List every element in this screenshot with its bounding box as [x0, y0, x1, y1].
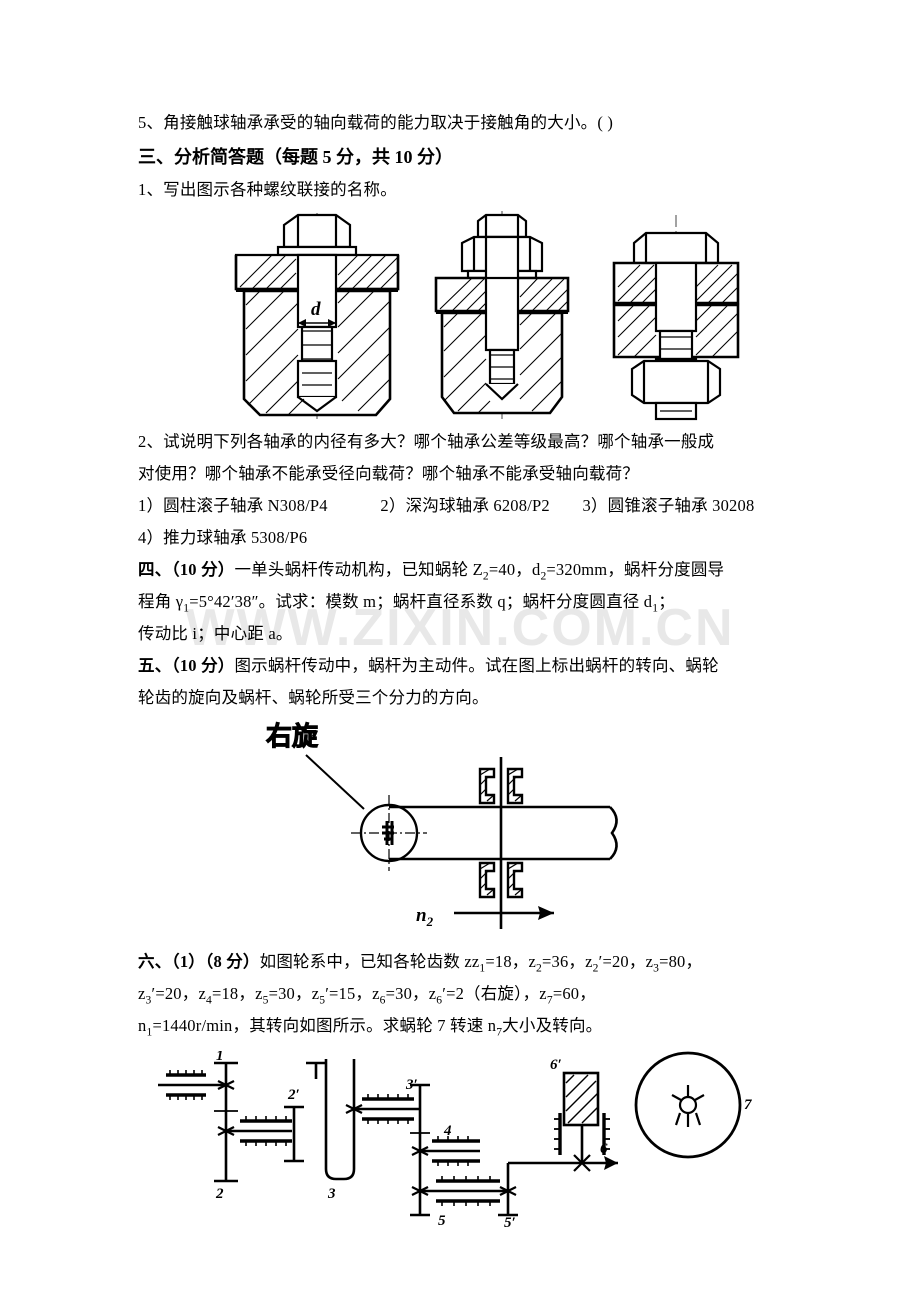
gear-label-3: 3	[327, 1186, 336, 1202]
dimension-label-d: d	[311, 299, 321, 320]
section-6-line-1: 六、（1）（8 分）如图轮系中，已知各轮齿数 zz1=18，z2=36，z2′=…	[138, 947, 840, 977]
section-4-line-1: 四、（10 分）一单头蜗杆传动机构，已知蜗轮 Z2=40，d2=320mm，蜗杆…	[138, 555, 840, 585]
true-false-item-5: 5、角接触球轴承承受的轴向载荷的能力取决于接触角的大小。( )	[138, 113, 614, 132]
bearing-option-3: 3）圆锥滚子轴承 30208	[582, 496, 755, 515]
gear-label-5prime: 5′	[504, 1215, 516, 1227]
n7-subscript: 7	[496, 1026, 503, 1039]
question-3-2-line2: 对使用？哪个轴承不能承受径向载荷？哪个轴承不能承受轴向载荷？	[138, 464, 639, 483]
bearing-option-2: 2）深沟球轴承 6208/P2	[380, 496, 550, 515]
gear-label-7: 7	[744, 1097, 752, 1113]
section-4-text-c: =320mm，蜗杆分度圆导	[546, 560, 725, 579]
hand-of-helix-label: 右旋	[266, 722, 319, 751]
question-3-2-options-line1: 1）圆柱滚子轴承 N308/P4 2）深沟球轴承 6208/P2 3）圆锥滚子轴…	[138, 491, 840, 521]
worm-drive-figure: 右旋	[138, 715, 840, 947]
section-5-text-a: 图示蜗杆传动中，蜗杆为主动件。试在图上标出蜗杆的转向、蜗轮	[234, 656, 719, 675]
section-6-text-c: 大小及转向。	[502, 1016, 603, 1035]
section-6-prefix: 六、（1）（8 分）	[138, 952, 260, 971]
section-4-line-3: 传动比 i；中心距 a。	[138, 624, 293, 643]
section-6-line-2: z3′=20，z4=18，z5=30，z5′=15，z6=30，z6′=2（右旋…	[138, 979, 840, 1009]
question-3-2-options-line2: 4）推力球轴承 5308/P6	[138, 528, 308, 547]
gear-label-6: 6	[600, 1141, 608, 1157]
section-6-line-3: n1=1440r/min，其转向如图所示。求蜗轮 7 转速 n7大小及转向。	[138, 1011, 840, 1041]
through-bolt-joint-diagram	[612, 215, 740, 421]
section-4-line-2: 程角 γ1=5°42′38″。试求：模数 m；蜗杆直径系数 q；蜗杆分度圆直径 …	[138, 587, 840, 617]
d2-subscript: 2	[540, 570, 547, 583]
n2-label: n2	[416, 905, 434, 929]
gear-label-4: 4	[443, 1123, 452, 1139]
gear-teeth-list-line2: z3′=20，z4=18，z5=30，z5′=15，z6=30，z6′=2（右旋…	[138, 984, 596, 1007]
n1-value: =1440r/min	[152, 1016, 233, 1035]
gear-label-3prime: 3′	[405, 1077, 418, 1093]
question-3-1: 1、写出图示各种螺纹联接的名称。	[138, 180, 397, 199]
section-4-text-d: 程角 γ	[138, 592, 184, 611]
section-5-line-2: 轮齿的旋向及蜗杆、蜗轮所受三个分力的方向。	[138, 688, 489, 707]
z2-subscript: 2	[482, 570, 489, 583]
threaded-joint-figure: d	[138, 211, 840, 427]
gear-label-6prime: 6′	[550, 1057, 562, 1073]
n1-subscript: 1	[146, 1026, 153, 1039]
screw-joint-diagram: d	[234, 213, 400, 419]
gear-label-1: 1	[216, 1051, 224, 1064]
section-4-prefix: 四、（10 分）	[138, 560, 235, 579]
section-4-text-b: =40，d	[488, 560, 541, 579]
gamma1-subscript: 1	[183, 602, 190, 615]
gear-label-5: 5	[438, 1213, 446, 1227]
bearing-option-1: 1）圆柱滚子轴承 N308/P4	[138, 496, 328, 515]
section-6-text-a: 如图轮系中，已知各轮齿数 z	[259, 952, 472, 971]
section-4-text-a: 一单头蜗杆传动机构，已知蜗轮 Z	[234, 560, 483, 579]
d1-subscript: 1	[652, 602, 659, 615]
gear-label-2prime: 2′	[287, 1087, 300, 1103]
section-4-text-f: ；	[658, 592, 675, 611]
section-5-prefix: 五、（10 分）	[138, 656, 235, 675]
question-3-2-line1: 2、试说明下列各轴承的内径有多大？哪个轴承公差等级最高？哪个轴承一般成	[138, 432, 715, 451]
gear-label-2: 2	[215, 1186, 224, 1202]
section-5-line-1: 五、（10 分）图示蜗杆传动中，蜗杆为主动件。试在图上标出蜗杆的转向、蜗轮	[138, 651, 840, 681]
gear-teeth-list-line1: z1=18，z2=36，z2′=20，z3=80，	[471, 952, 703, 975]
stud-joint-diagram	[434, 211, 570, 419]
n1-symbol: n	[138, 1016, 147, 1035]
section-3-heading: 三、分析简答题（每题 5 分，共 10 分）	[138, 147, 453, 167]
section-4-text-e: =5°42′38″。试求：模数 m；蜗杆直径系数 q；蜗杆分度圆直径 d	[189, 592, 653, 611]
section-6-text-b: ，其转向如图所示。求蜗轮 7 转速 n	[232, 1016, 497, 1035]
gear-train-figure: 1 2 2′ 3 3′ 4 5 5′ 6 6′ 7	[138, 1051, 840, 1231]
